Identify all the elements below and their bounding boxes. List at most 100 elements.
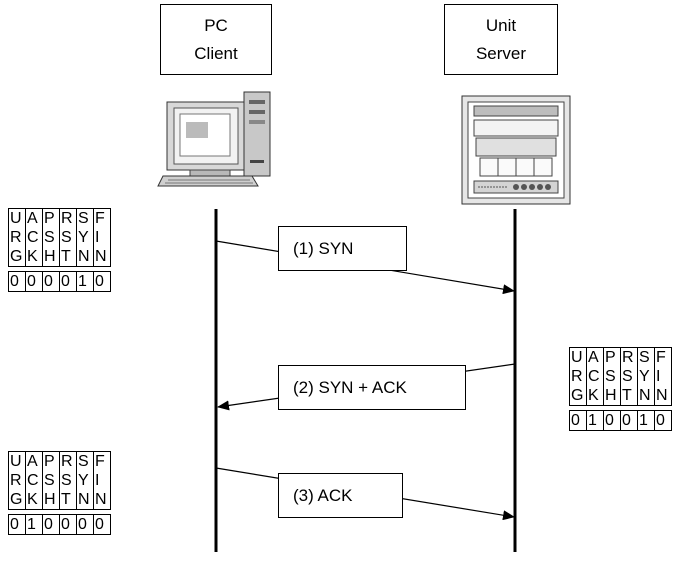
message-syn-label: (1) SYN bbox=[278, 226, 407, 271]
flag-header-cell: S bbox=[620, 367, 638, 386]
flag-header-cell: Y bbox=[76, 471, 94, 490]
flag-value-cell: 0 bbox=[8, 271, 26, 292]
flag-header-cell: T bbox=[620, 386, 638, 406]
flag-header-cell: S bbox=[76, 451, 94, 471]
flag-header-cell: H bbox=[42, 247, 60, 267]
client-label-line2: Client bbox=[194, 43, 238, 63]
flag-value-cell: 1 bbox=[76, 271, 94, 292]
message-syn-text: (1) SYN bbox=[293, 238, 354, 258]
flag-value-cell: 0 bbox=[42, 514, 60, 535]
flag-header-cell: N bbox=[76, 247, 94, 267]
flag-header-cell: N bbox=[93, 247, 111, 267]
flag-header-cell: S bbox=[637, 347, 655, 367]
flag-header-cell: U bbox=[8, 208, 26, 228]
client-box: PC Client bbox=[160, 4, 272, 75]
flag-header-cell: P bbox=[42, 208, 60, 228]
flag-header-cell: K bbox=[25, 490, 43, 510]
flag-header-cell: F bbox=[93, 208, 111, 228]
message-syn-ack-label: (2) SYN + ACK bbox=[278, 365, 466, 410]
flag-value-cell: 0 bbox=[93, 271, 111, 292]
flag-header-cell: P bbox=[42, 451, 60, 471]
flag-header-cell: H bbox=[603, 386, 621, 406]
flag-header-cell: S bbox=[59, 228, 77, 247]
flag-header-cell: Y bbox=[76, 228, 94, 247]
flag-header-cell: S bbox=[76, 208, 94, 228]
flag-header-cell: G bbox=[8, 247, 26, 267]
pc-computer-icon bbox=[157, 91, 271, 187]
unit-server-icon bbox=[461, 95, 571, 205]
flag-header-cell: S bbox=[42, 471, 60, 490]
flag-header-cell: R bbox=[8, 228, 26, 247]
flag-header-cell: R bbox=[59, 208, 77, 228]
flag-header-cell: F bbox=[93, 451, 111, 471]
flag-header-cell: F bbox=[654, 347, 672, 367]
flag-header-cell: N bbox=[637, 386, 655, 406]
message-syn-ack-text: (2) SYN + ACK bbox=[293, 377, 407, 397]
client-label-line1: PC bbox=[204, 15, 228, 35]
flag-value-cell: 0 bbox=[25, 271, 43, 292]
flag-header-cell: S bbox=[42, 228, 60, 247]
flag-value-cell: 0 bbox=[8, 514, 26, 535]
flag-header-cell: U bbox=[569, 347, 587, 367]
flag-value-cell: 1 bbox=[586, 410, 604, 431]
flag-header-cell: N bbox=[93, 490, 111, 510]
server-label-line1: Unit bbox=[485, 15, 517, 35]
flag-header-cell: A bbox=[25, 208, 43, 228]
flag-header-cell: I bbox=[93, 471, 111, 490]
flag-value-cell: 0 bbox=[42, 271, 60, 292]
flag-value-cell: 0 bbox=[654, 410, 672, 431]
flag-value-cell: 1 bbox=[25, 514, 43, 535]
flag-header-cell: K bbox=[586, 386, 604, 406]
flag-value-cell: 1 bbox=[637, 410, 655, 431]
flag-header-cell: R bbox=[569, 367, 587, 386]
flag-value-cell: 0 bbox=[603, 410, 621, 431]
flag-header-cell: K bbox=[25, 247, 43, 267]
flag-header-cell: P bbox=[603, 347, 621, 367]
server-box: Unit Server bbox=[444, 4, 558, 75]
flag-header-cell: T bbox=[59, 247, 77, 267]
message-ack-label: (3) ACK bbox=[278, 473, 403, 518]
flag-header-cell: R bbox=[8, 471, 26, 490]
flag-header-cell: R bbox=[620, 347, 638, 367]
server-label-line2: Server bbox=[475, 43, 527, 63]
flag-value-cell: 0 bbox=[76, 514, 94, 535]
flag-header-cell: G bbox=[8, 490, 26, 510]
flag-header-cell: C bbox=[25, 471, 43, 490]
flag-header-cell: C bbox=[25, 228, 43, 247]
flag-header-cell: S bbox=[59, 471, 77, 490]
flag-header-cell: Y bbox=[637, 367, 655, 386]
flag-header-cell: C bbox=[586, 367, 604, 386]
flag-header-cell: N bbox=[76, 490, 94, 510]
flag-header-cell: N bbox=[654, 386, 672, 406]
flag-header-cell: A bbox=[586, 347, 604, 367]
flag-header-cell: S bbox=[603, 367, 621, 386]
flag-header-cell: A bbox=[25, 451, 43, 471]
flag-value-cell: 0 bbox=[59, 271, 77, 292]
flag-value-cell: 0 bbox=[59, 514, 77, 535]
message-ack-text: (3) ACK bbox=[293, 485, 353, 505]
flag-header-cell: I bbox=[654, 367, 672, 386]
flag-header-cell: G bbox=[569, 386, 587, 406]
flag-header-cell: R bbox=[59, 451, 77, 471]
flag-header-cell: U bbox=[8, 451, 26, 471]
flag-header-cell: H bbox=[42, 490, 60, 510]
flag-value-cell: 0 bbox=[569, 410, 587, 431]
flag-header-cell: I bbox=[93, 228, 111, 247]
flag-header-cell: T bbox=[59, 490, 77, 510]
flag-value-cell: 0 bbox=[93, 514, 111, 535]
